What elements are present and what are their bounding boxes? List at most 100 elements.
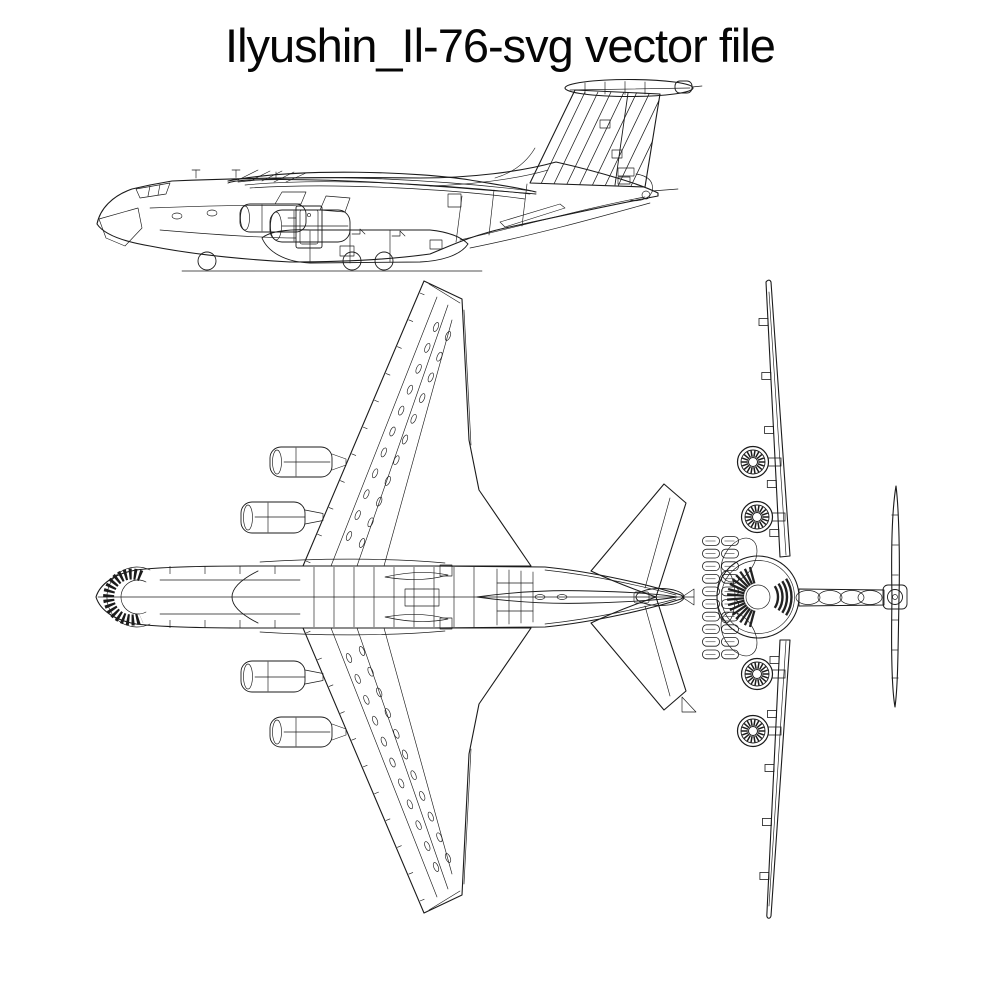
plan-wing-left [302, 280, 532, 567]
fan-spoke [757, 726, 765, 730]
fan-spoke [757, 463, 765, 467]
windshield-band [781, 580, 789, 614]
fin-rib-line [630, 91, 660, 187]
plan-wing-center-ribs [313, 567, 475, 627]
wing-oval [376, 496, 383, 507]
wing-oval [398, 778, 405, 789]
plan-frame-ticks [169, 566, 276, 628]
gear-wheel [702, 536, 720, 546]
fan-spoke [761, 518, 769, 522]
front-tail-boom [795, 584, 908, 610]
flap-stub [764, 426, 774, 434]
fan-spoke [754, 451, 760, 458]
wing-oval [389, 757, 396, 768]
wing-oval [444, 331, 452, 341]
slat-tick [340, 480, 345, 483]
fan-spoke [750, 735, 753, 743]
side-main-wheel [342, 251, 362, 271]
fan-spoke [756, 454, 763, 460]
wing-oval [345, 531, 353, 541]
fan-spoke [746, 735, 752, 742]
gear-wheel [721, 561, 739, 571]
slat-tick [328, 684, 334, 687]
fan-spoke [741, 463, 749, 467]
fan-spoke [750, 521, 756, 528]
wing-oval [363, 694, 370, 705]
wing-oval [372, 468, 379, 479]
fan-spoke [760, 666, 767, 672]
fan-spoke [750, 719, 753, 727]
slat-tick [351, 453, 357, 456]
wing-oval [367, 517, 374, 528]
fan-spoke [753, 735, 756, 743]
wing-oval [358, 538, 366, 548]
glazing-hatch-line [727, 587, 745, 595]
fan-spoke [757, 662, 760, 670]
wing-oval [372, 715, 379, 726]
page-title: Ilyushin_Il-76-svg vector file [225, 19, 776, 72]
wing-oval [393, 455, 400, 466]
fin-rib-line [539, 91, 586, 187]
slat-tick [305, 630, 311, 634]
wing-oval [432, 322, 440, 332]
fan-spoke [743, 464, 750, 470]
glazing-hatch-line [729, 582, 746, 593]
side-tail-cone [617, 167, 679, 202]
fan-spoke [758, 506, 764, 513]
glazing-hatch-line [739, 570, 751, 587]
fan-spoke [750, 663, 756, 670]
wing-oval [401, 434, 409, 445]
wing-oval [380, 736, 387, 747]
side-antennas [191, 169, 277, 179]
wing-oval [424, 841, 431, 851]
slat-tick [317, 657, 322, 661]
fan-spoke [747, 519, 754, 525]
fan-spoke [758, 678, 764, 685]
glazing-hatch-line [735, 606, 749, 620]
engine-fan [740, 657, 786, 691]
boom-link [817, 590, 843, 605]
boom-link [795, 590, 821, 605]
wing-oval [384, 708, 391, 718]
slat-tick [362, 426, 368, 430]
fan-spoke [754, 662, 757, 670]
fan-spoke [746, 720, 752, 727]
wing-oval [354, 674, 361, 684]
wing-oval [427, 372, 434, 383]
fan-spoke [745, 669, 753, 673]
fan-spoke [756, 733, 763, 739]
glazing-hatch-line [731, 578, 748, 590]
glazing-hatch-line [743, 568, 754, 585]
wing-oval [345, 653, 353, 663]
flap-stub [767, 710, 777, 718]
fan-spoke [746, 451, 752, 458]
fan-spoke [760, 676, 767, 682]
wing-oval [389, 426, 396, 437]
fan-spoke [753, 450, 756, 458]
side-window [171, 212, 183, 220]
side-fuselage [96, 161, 659, 263]
fan-spoke [747, 676, 754, 682]
plan-engine-pod [240, 501, 324, 534]
fan-spoke [743, 454, 750, 460]
fan-spoke [750, 506, 756, 513]
fan-spoke [756, 723, 763, 729]
wing-oval [358, 646, 366, 656]
fan-spoke [745, 518, 753, 522]
slat-tick [385, 818, 391, 821]
flap-stub [766, 480, 777, 488]
plan-engine-pod [269, 446, 347, 478]
gear-wheel [721, 649, 739, 660]
side-engine-nacelle-outboard [239, 191, 307, 233]
fan-spoke [753, 466, 756, 474]
front-stabilizer [891, 485, 900, 708]
slat-tick [374, 791, 379, 795]
fan-spoke [750, 450, 753, 458]
fin-rib-line [617, 91, 660, 187]
front-probe-vane [681, 588, 695, 606]
wing-oval [424, 343, 431, 353]
glazing-hatch-line [727, 599, 745, 607]
boom-link [857, 590, 883, 605]
